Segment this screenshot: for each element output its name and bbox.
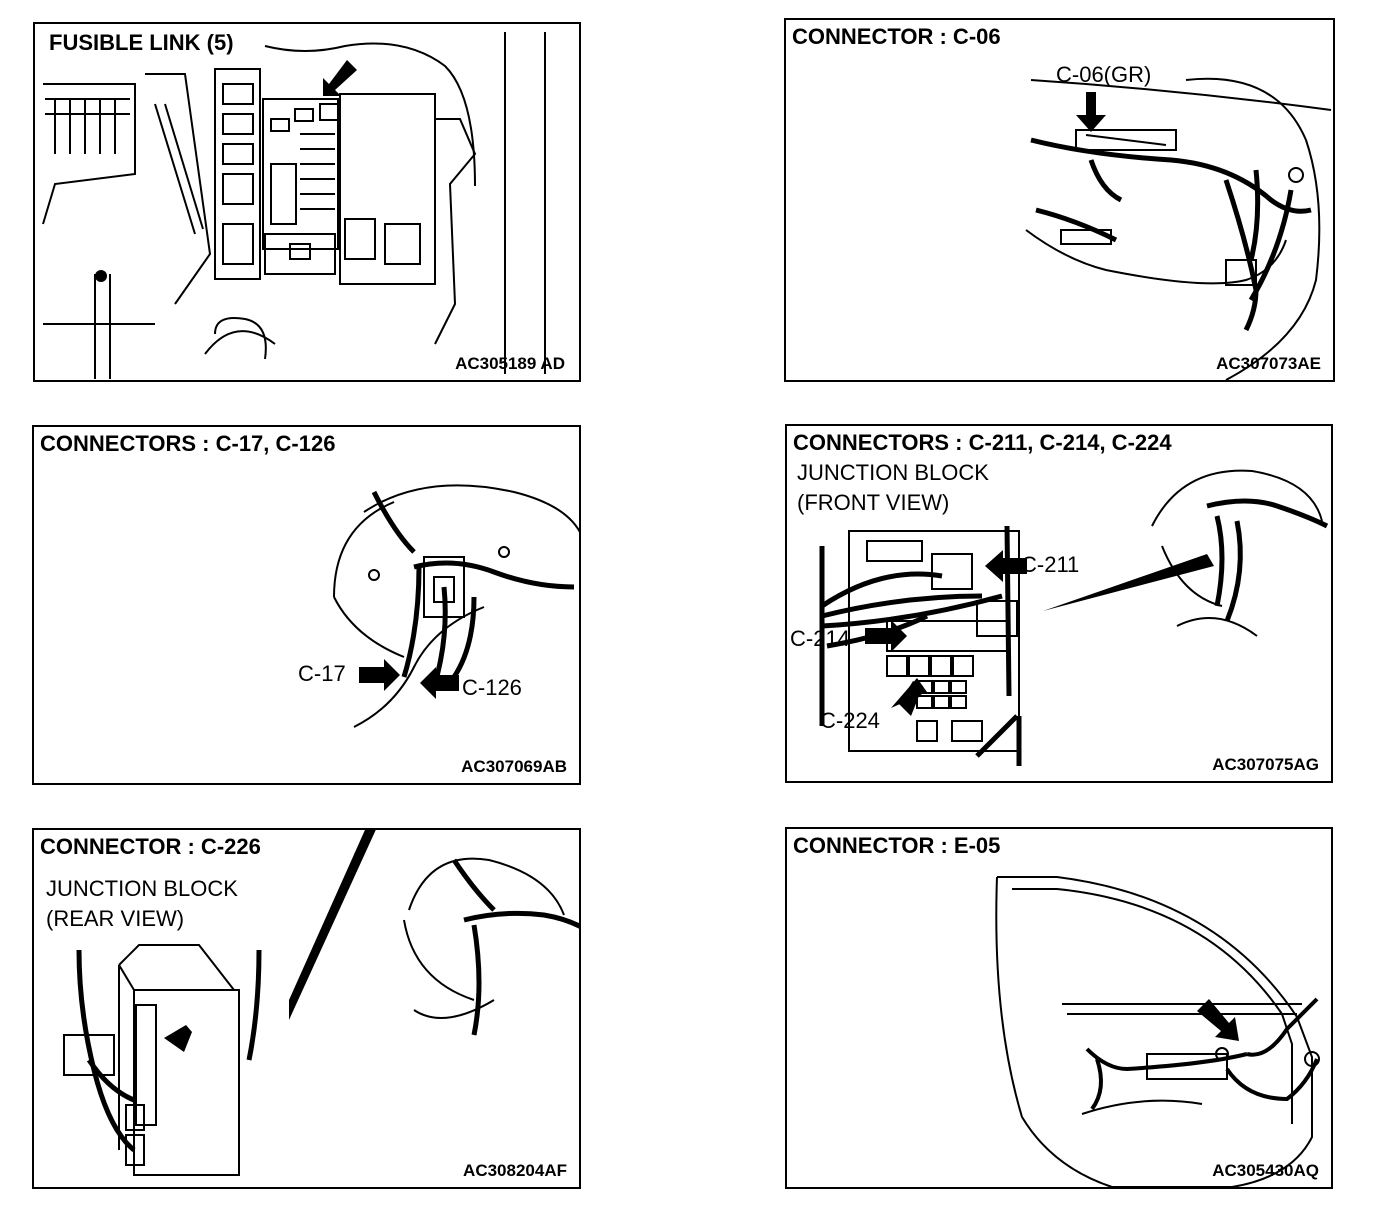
label-c211: C-211: [1021, 552, 1080, 577]
panel-connectors-c211-c214-c224: CONNECTORS : C-211, C-214, C-224 JUNCTIO…: [785, 424, 1333, 783]
label-c214: C-214: [790, 626, 850, 651]
figure-code: AC305189 AD: [455, 354, 565, 373]
panel-connector-e05: CONNECTOR : E-05 AC305430AQ: [785, 827, 1333, 1189]
connector-c226-illustration: [63, 830, 579, 1176]
subtitle-junction-block: JUNCTION BLOCK: [797, 460, 989, 485]
label-c17: C-17: [298, 661, 346, 686]
label-c224: C-224: [820, 708, 880, 733]
subtitle-junction-block: JUNCTION BLOCK: [46, 876, 238, 901]
panel-connector-c06: CONNECTOR : C-06 C-06(GR) AC307073AE: [784, 18, 1335, 382]
connectors-c17-c126-illustration: [333, 484, 579, 728]
subtitle-view: (FRONT VIEW): [797, 490, 950, 515]
figure-code: AC307075AG: [1212, 755, 1319, 774]
figure-code: AC307069AB: [461, 757, 567, 776]
panel-fusible-link: FUSIBLE LINK (5) AC305189 AD: [33, 22, 581, 382]
fusible-link-illustration: [42, 32, 546, 379]
subtitle-view: (REAR VIEW): [46, 906, 185, 931]
panel-title: CONNECTOR : C-06: [792, 24, 1001, 49]
connectors-c211-c214-c224-illustration: [819, 469, 1329, 766]
connector-e05-illustration: [995, 876, 1320, 1187]
panel-connector-c226: CONNECTOR : C-226 JUNCTION BLOCK (REAR V…: [32, 828, 581, 1189]
panel-title: CONNECTOR : E-05: [793, 833, 1001, 858]
figure-code: AC305430AQ: [1212, 1161, 1319, 1180]
label-c126: C-126: [462, 675, 522, 700]
panel-title: CONNECTOR : C-226: [40, 834, 261, 859]
label-c06-gr: C-06(GR): [1056, 62, 1152, 87]
figure-code: AC307073AE: [1216, 354, 1321, 373]
figure-code: AC308204AF: [463, 1161, 567, 1180]
panel-title: CONNECTORS : C-17, C-126: [40, 431, 336, 456]
connector-c06-illustration: [1025, 77, 1332, 380]
panel-title: FUSIBLE LINK (5): [49, 30, 234, 55]
panel-title: CONNECTORS : C-211, C-214, C-224: [793, 430, 1172, 455]
panel-connectors-c17-c126: CONNECTORS : C-17, C-126 C-17 C-126 AC30…: [32, 425, 581, 785]
